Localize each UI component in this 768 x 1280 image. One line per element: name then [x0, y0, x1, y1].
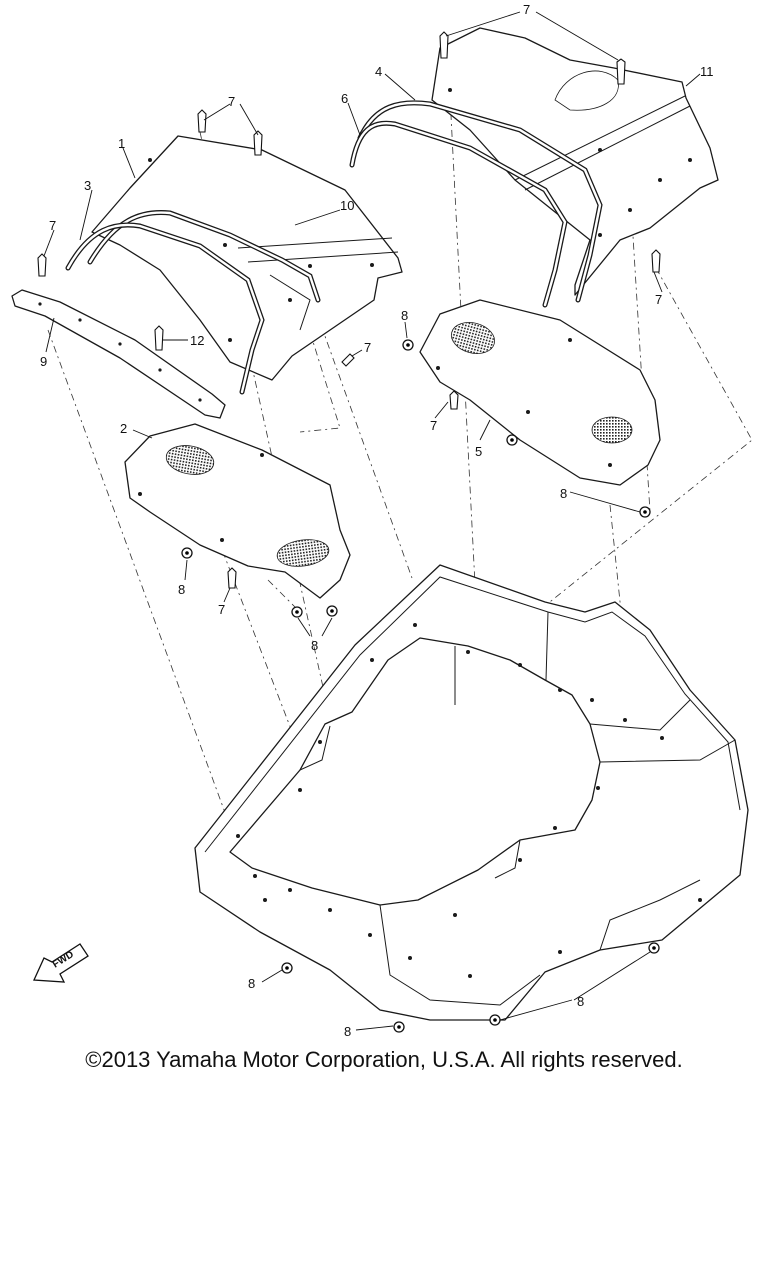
callout-7: 7	[49, 218, 56, 233]
callout-9: 9	[40, 354, 47, 369]
part-2-grille-panel	[124, 423, 351, 599]
callout-3: 3	[84, 178, 91, 193]
part-9-strip-plate	[11, 289, 226, 419]
part-3-trim-strip	[65, 222, 265, 395]
callout-7: 7	[523, 2, 530, 17]
callout-2: 2	[120, 421, 127, 436]
callout-8: 8	[178, 582, 185, 597]
callout-6: 6	[341, 91, 348, 106]
callout-7: 7	[364, 340, 371, 355]
nuts	[181, 339, 660, 1033]
part-6-trim-strip	[349, 120, 568, 308]
callout-8: 8	[401, 308, 408, 323]
leader-lines	[43, 11, 701, 1031]
callout-8: 8	[311, 638, 318, 653]
main-body-hood	[194, 564, 749, 1021]
callout-8: 8	[560, 486, 567, 501]
callout-11: 11	[700, 64, 714, 79]
callout-7: 7	[218, 602, 225, 617]
callout-7: 7	[655, 292, 662, 307]
callout-8: 8	[577, 994, 584, 1009]
callout-labels: 7 4 11 6 7 1 3 10 7 12 9 7 8 7 5 2 8 7 8…	[40, 2, 714, 1039]
part-1-left-panel	[91, 135, 403, 381]
callout-10: 10	[340, 198, 354, 213]
callout-7: 7	[228, 94, 235, 109]
forward-arrow-icon: FWD	[33, 943, 89, 983]
callout-7: 7	[430, 418, 437, 433]
rivets	[37, 31, 661, 589]
callout-5: 5	[475, 444, 482, 459]
callout-8: 8	[248, 976, 255, 991]
callout-1: 1	[118, 136, 125, 151]
part-4-trim-strip	[357, 100, 603, 303]
callout-4: 4	[375, 64, 382, 79]
callout-12: 12	[190, 333, 204, 348]
copyright-notice: ©2013 Yamaha Motor Corporation, U.S.A. A…	[85, 1047, 683, 1072]
callout-8: 8	[344, 1024, 351, 1039]
exploded-parts-diagram: FWD 7 4 11 6 7 1 3 10 7 12 9 7 8 7 5 2 8…	[11, 2, 753, 1039]
part-10-trim-strip	[87, 210, 321, 303]
part-5-grille-panel	[419, 299, 661, 486]
